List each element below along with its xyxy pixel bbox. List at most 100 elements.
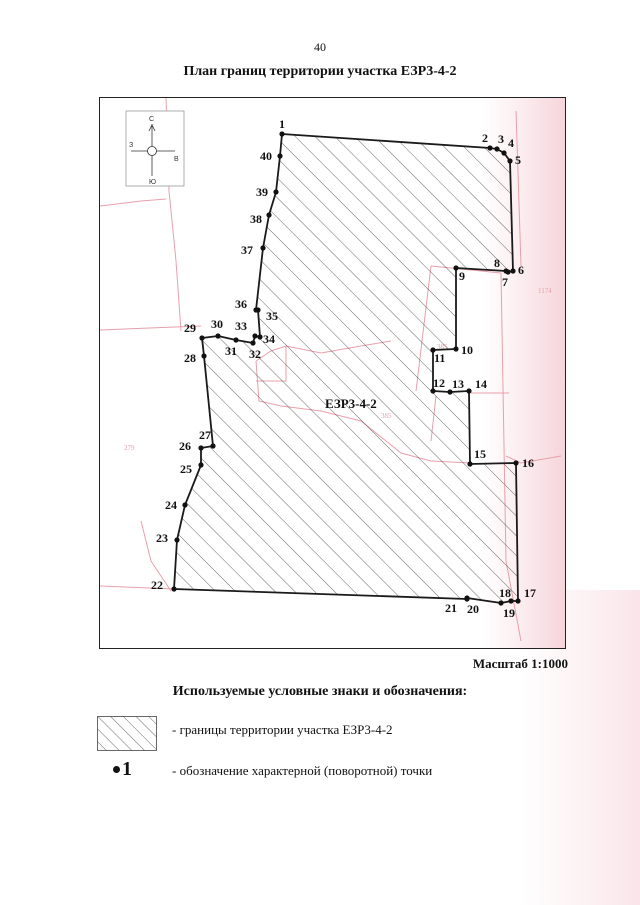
compass-east: В [174,156,179,163]
point-label-25: 25 [180,462,192,476]
compass-west: З [129,142,133,149]
point-marker-3[interactable] [494,146,500,152]
legend-point-dot [113,766,120,773]
point-marker-10[interactable] [453,346,459,352]
point-label-37: 37 [241,243,253,257]
point-label-30: 30 [211,317,223,331]
point-label-7: 7 [502,275,508,289]
point-marker-29[interactable] [199,335,205,341]
point-marker-14[interactable] [466,388,472,394]
point-label-35: 35 [266,309,278,323]
compass: С Ю В З [125,110,185,187]
point-label-5: 5 [515,153,521,167]
point-marker-31[interactable] [233,337,239,343]
point-marker-13[interactable] [447,389,453,395]
bg-label-1174: 1174 [538,287,552,295]
point-marker-19[interactable] [498,600,504,606]
point-label-33: 33 [235,319,247,333]
point-marker-36[interactable] [253,307,259,313]
point-marker-32[interactable] [250,340,256,346]
point-marker-5[interactable] [507,158,513,164]
scale-label: Масштаб 1:1000 [472,656,568,671]
point-marker-39[interactable] [273,189,279,195]
compass-north: С [149,116,154,123]
point-marker-34[interactable] [257,334,263,340]
point-label-2: 2 [482,131,488,145]
point-marker-30[interactable] [215,333,221,339]
zone-label: ЕЗР3-4-2 [325,396,377,411]
legend-hatch-swatch [97,716,157,751]
point-label-24: 24 [165,498,177,512]
point-marker-27[interactable] [210,443,216,449]
point-label-20: 20 [467,602,479,616]
point-marker-18[interactable] [508,598,514,604]
legend-point-marker: 1 [113,758,132,781]
point-label-14: 14 [475,377,487,391]
point-marker-16[interactable] [513,460,519,466]
point-marker-28[interactable] [201,353,207,359]
point-label-39: 39 [256,185,268,199]
point-label-10: 10 [461,343,473,357]
point-label-4: 4 [508,136,514,150]
point-marker-8[interactable] [503,268,509,274]
point-marker-6[interactable] [510,268,516,274]
legend-item-point-text: - обозначение характерной (поворотной) т… [172,763,433,778]
point-label-13: 13 [452,377,464,391]
point-label-19: 19 [503,606,515,620]
point-marker-37[interactable] [260,245,266,251]
map-frame: 279 1174 385 385 12345678910111213141516… [99,97,566,649]
point-label-16: 16 [522,456,534,470]
point-marker-25[interactable] [198,462,204,468]
point-marker-1[interactable] [279,131,285,137]
point-label-28: 28 [184,351,196,365]
point-marker-17[interactable] [515,598,521,604]
point-marker-40[interactable] [277,153,283,159]
point-label-8: 8 [494,256,500,270]
point-marker-38[interactable] [266,212,272,218]
point-label-15: 15 [474,447,486,461]
point-marker-12[interactable] [430,388,436,394]
plan-title: План границ территории участка ЕЗР3-4-2 [183,64,457,79]
map-canvas: 279 1174 385 385 12345678910111213141516… [100,98,565,648]
legend-title: Используемые условные знаки и обозначени… [172,684,468,699]
legend-point-number: 1 [122,758,132,780]
point-markers [171,131,521,606]
point-label-27: 27 [199,428,211,442]
point-marker-22[interactable] [171,586,177,592]
point-label-6: 6 [518,263,524,277]
point-label-38: 38 [250,212,262,226]
territory-polygon[interactable] [173,133,519,604]
point-label-18: 18 [499,586,511,600]
bg-label-279: 279 [124,444,135,452]
point-label-26: 26 [179,439,191,453]
page-number: 40 [314,40,326,54]
point-marker-9[interactable] [453,265,459,271]
point-marker-4[interactable] [501,150,507,156]
point-label-3: 3 [498,132,504,146]
point-marker-26[interactable] [198,445,204,451]
point-label-34: 34 [263,332,275,346]
point-marker-15[interactable] [467,461,473,467]
point-label-11: 11 [434,351,445,365]
point-label-12: 12 [433,376,445,390]
point-label-36: 36 [235,297,247,311]
point-marker-33[interactable] [252,333,258,339]
point-label-32: 32 [249,347,261,361]
point-label-31: 31 [225,344,237,358]
point-marker-23[interactable] [174,537,180,543]
point-label-23: 23 [156,531,168,545]
point-label-21: 21 [445,601,457,615]
point-marker-11[interactable] [430,347,436,353]
point-label-17: 17 [524,586,536,600]
point-label-9: 9 [459,269,465,283]
point-label-1: 1 [279,117,285,131]
legend-item-boundary-text: - границы территории участка ЕЗР3-4-2 [172,722,393,737]
point-label-22: 22 [151,578,163,592]
point-label-29: 29 [184,321,196,335]
point-marker-21[interactable] [464,596,470,602]
compass-south: Ю [149,179,156,186]
point-marker-2[interactable] [487,145,493,151]
point-label-40: 40 [260,149,272,163]
point-marker-24[interactable] [182,502,188,508]
